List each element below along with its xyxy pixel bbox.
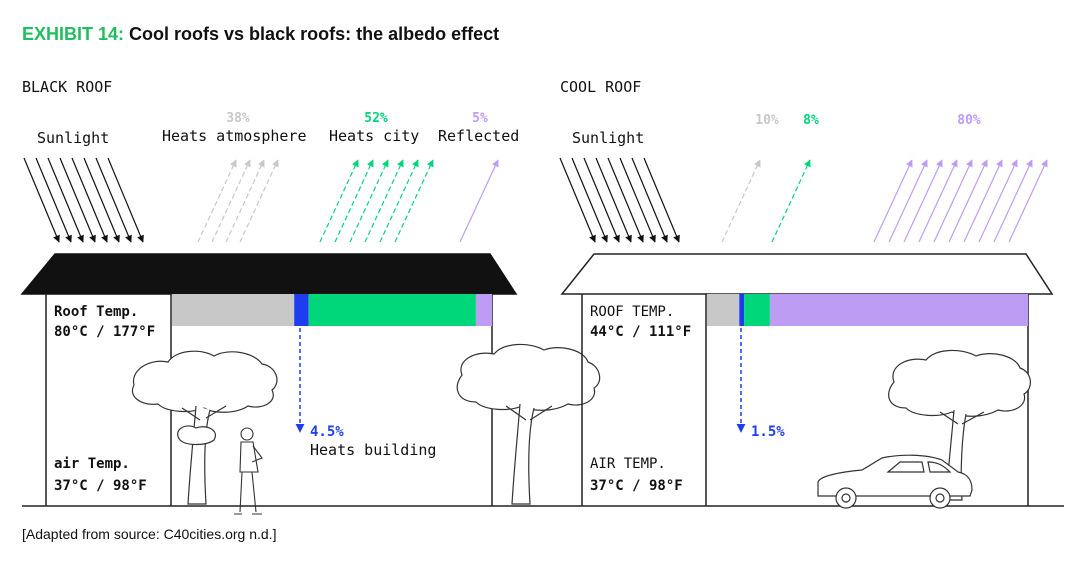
cool-bar-city bbox=[744, 294, 770, 326]
black-sunlight-arrow bbox=[95, 157, 132, 243]
black-roof-heading: BLACK ROOF bbox=[22, 78, 112, 96]
black-bar-reflected bbox=[475, 294, 492, 326]
cool-reflected-arrow bbox=[933, 159, 973, 243]
black-roof-temp-label: Roof Temp. bbox=[54, 304, 138, 320]
cool-air-temp-label: AIR TEMP. bbox=[590, 456, 666, 472]
black-roof-arrows bbox=[23, 157, 499, 243]
black-building-label: Heats building bbox=[310, 441, 436, 459]
black-roof-temp-value: 80°C / 177°F bbox=[54, 324, 155, 340]
cool-reflected-arrow bbox=[918, 159, 958, 243]
source-note: [Adapted from source: C40cities.org n.d.… bbox=[22, 526, 277, 542]
cool-reflected-arrow bbox=[978, 159, 1018, 243]
black-air-temp-value: 37°C / 98°F bbox=[54, 478, 147, 494]
black-city-pct: 52% bbox=[364, 111, 388, 126]
tree-icon bbox=[456, 343, 601, 505]
black-reflected-arrow bbox=[459, 159, 499, 243]
cool-roof-heading: COOL ROOF bbox=[560, 78, 641, 96]
cool-bar-reflected bbox=[769, 294, 1028, 326]
black-sunlight-arrow bbox=[71, 157, 108, 243]
cool-reflected-arrow bbox=[993, 159, 1033, 243]
black-city-arrow bbox=[379, 159, 419, 243]
cool-sunlight-arrow bbox=[595, 157, 632, 243]
black-atmosphere-label: Heats atmosphere bbox=[162, 127, 307, 145]
black-atmosphere-arrow bbox=[225, 159, 265, 243]
black-air-temp-label: air Temp. bbox=[54, 456, 130, 472]
black-roof-energy-bar bbox=[172, 294, 492, 326]
cool-bar-building bbox=[739, 294, 745, 326]
cool-building-pct: 1.5% bbox=[751, 424, 785, 440]
cool-sunlight-arrow bbox=[571, 157, 608, 243]
black-sunlight-arrow bbox=[107, 157, 144, 243]
cool-sunlight-label: Sunlight bbox=[572, 129, 644, 147]
cool-reflected-arrow bbox=[888, 159, 928, 243]
cool-reflected-arrow bbox=[1008, 159, 1048, 243]
cool-reflected-arrow bbox=[873, 159, 913, 243]
black-bar-city bbox=[308, 294, 476, 326]
black-atmosphere-arrow bbox=[211, 159, 251, 243]
cool-city-pct: 8% bbox=[803, 113, 819, 128]
cool-roof-shape bbox=[560, 253, 1054, 295]
cool-sunlight-arrow bbox=[631, 157, 668, 243]
cool-sunlight-arrow bbox=[559, 157, 596, 243]
black-sunlight-arrow bbox=[83, 157, 120, 243]
exhibit-title: EXHIBIT 14: Cool roofs vs black roofs: t… bbox=[22, 24, 499, 45]
black-sunlight-arrow bbox=[47, 157, 84, 243]
cool-city-arrow bbox=[771, 159, 811, 243]
cool-sunlight-arrow bbox=[619, 157, 656, 243]
cool-sunlight-arrow bbox=[583, 157, 620, 243]
black-atmosphere-pct: 38% bbox=[226, 111, 250, 126]
black-building-pct: 4.5% bbox=[310, 424, 344, 440]
cool-roof-energy-bar bbox=[707, 294, 1028, 326]
black-city-arrow bbox=[364, 159, 404, 243]
black-atmosphere-arrow bbox=[239, 159, 279, 243]
black-bar-atmosphere bbox=[172, 294, 295, 326]
black-city-arrow bbox=[334, 159, 374, 243]
black-reflected-pct: 5% bbox=[472, 111, 488, 126]
car-icon bbox=[817, 454, 973, 509]
tree-icon bbox=[131, 350, 278, 505]
cool-reflected-pct: 80% bbox=[957, 113, 981, 128]
black-city-arrow bbox=[349, 159, 389, 243]
black-city-arrow bbox=[319, 159, 359, 243]
black-atmosphere-arrow bbox=[197, 159, 237, 243]
black-sunlight-arrow bbox=[23, 157, 60, 243]
cool-reflected-arrow bbox=[963, 159, 1003, 243]
black-sunlight-label: Sunlight bbox=[37, 129, 109, 147]
cool-atmosphere-arrow bbox=[721, 159, 761, 243]
black-sunlight-arrow bbox=[59, 157, 96, 243]
cool-sunlight-arrow bbox=[643, 157, 680, 243]
cool-air-temp-value: 37°C / 98°F bbox=[590, 478, 683, 494]
black-sunlight-arrow bbox=[35, 157, 72, 243]
cool-bar-atmosphere bbox=[707, 294, 740, 326]
cool-sunlight-arrow bbox=[607, 157, 644, 243]
cool-roof-temp-value: 44°C / 111°F bbox=[590, 324, 691, 340]
black-bar-building bbox=[294, 294, 309, 326]
cool-reflected-arrow bbox=[903, 159, 943, 243]
cool-atmosphere-pct: 10% bbox=[755, 113, 779, 128]
black-city-label: Heats city bbox=[329, 127, 419, 145]
exhibit-title-text: Cool roofs vs black roofs: the albedo ef… bbox=[129, 24, 500, 44]
black-reflected-label: Reflected bbox=[438, 127, 519, 145]
exhibit-number: EXHIBIT 14: bbox=[22, 24, 125, 44]
cool-reflected-arrow bbox=[948, 159, 988, 243]
black-city-arrow bbox=[394, 159, 434, 243]
person-icon bbox=[234, 427, 263, 515]
cool-roof-temp-label: ROOF TEMP. bbox=[590, 304, 674, 320]
cool-roof-arrows bbox=[559, 157, 1048, 243]
black-roof-shape bbox=[20, 253, 518, 295]
